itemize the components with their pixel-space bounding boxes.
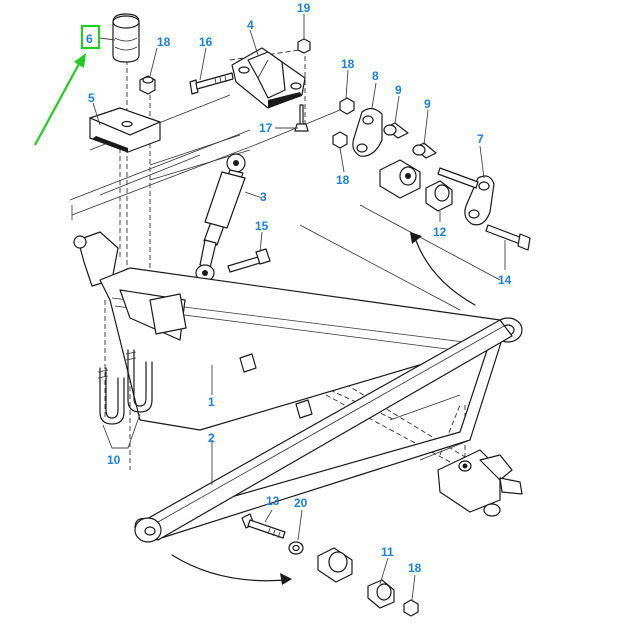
bush-part-11 [317,547,353,583]
callout-20[interactable]: 20 [294,496,308,510]
callout-18-shackle-top[interactable]: 18 [341,57,355,71]
callout-18-top[interactable]: 18 [157,35,171,49]
bolt-part-14 [437,167,531,251]
bolt-part-17 [294,104,309,132]
nut-part-bottom [403,599,419,617]
leaf-spring-part-1 [73,231,523,431]
callout-labels: 6 18 16 4 19 5 17 3 15 18 8 9 9 7 18 12 … [86,1,512,575]
callout-9-lower[interactable]: 9 [424,97,431,111]
bolt-part-16 [189,72,234,95]
bump-stop-bracket-part [89,107,161,153]
callout-14[interactable]: 14 [498,273,512,287]
callout-18-bottom[interactable]: 18 [408,561,422,575]
callout-11[interactable]: 11 [381,545,394,559]
washer-part-20 [288,541,304,555]
highlight-arrowhead-icon [74,53,86,68]
highlight-indicator [34,24,101,146]
axle-end-bracket [437,449,523,517]
callout-4[interactable]: 4 [247,18,254,32]
motion-arrows [171,232,476,585]
callout-9-upper[interactable]: 9 [395,83,402,97]
callout-17[interactable]: 17 [259,121,273,135]
shackle-bush-part-large [379,159,421,199]
bolt-part-15 [227,248,271,273]
bolt-part-13 [241,513,286,539]
shock-absorber-part [195,153,246,282]
bump-stop-part [112,13,140,63]
shackle-plate-part-8 [352,107,383,157]
u-bolt-part-10 [97,349,153,425]
bush-part-9-lower [412,142,437,159]
callout-2[interactable]: 2 [208,431,215,445]
callout-19[interactable]: 19 [297,1,311,15]
callout-13[interactable]: 13 [266,494,280,508]
callout-7[interactable]: 7 [477,132,484,146]
nut-part-19 [297,38,311,54]
callout-16[interactable]: 16 [199,35,213,49]
leader-lines [92,14,506,601]
nut-part-shackle-lower [332,131,348,149]
highlight-arrow-icon [34,61,81,146]
shock-upper-bracket-part [231,47,306,109]
callout-1[interactable]: 1 [208,395,215,409]
callout-10[interactable]: 10 [107,453,121,467]
nut-part-shackle-upper [339,97,355,115]
callout-3[interactable]: 3 [260,190,267,204]
callout-15[interactable]: 15 [255,219,269,233]
nut-part-top-left [139,75,156,95]
shackle-bush-part-12 [425,180,453,212]
callout-18-shackle-bottom[interactable]: 18 [336,173,350,187]
callout-8[interactable]: 8 [372,69,379,83]
callout-12[interactable]: 12 [433,225,447,239]
callout-5[interactable]: 5 [88,91,95,105]
callout-6[interactable]: 6 [86,32,93,46]
bush-part-9-upper [383,122,409,139]
bush-part-11-small [367,579,395,609]
highlight-box [80,24,101,50]
shackle-plate-part-7 [464,175,495,226]
leaf-spring-part-2 [134,319,513,543]
